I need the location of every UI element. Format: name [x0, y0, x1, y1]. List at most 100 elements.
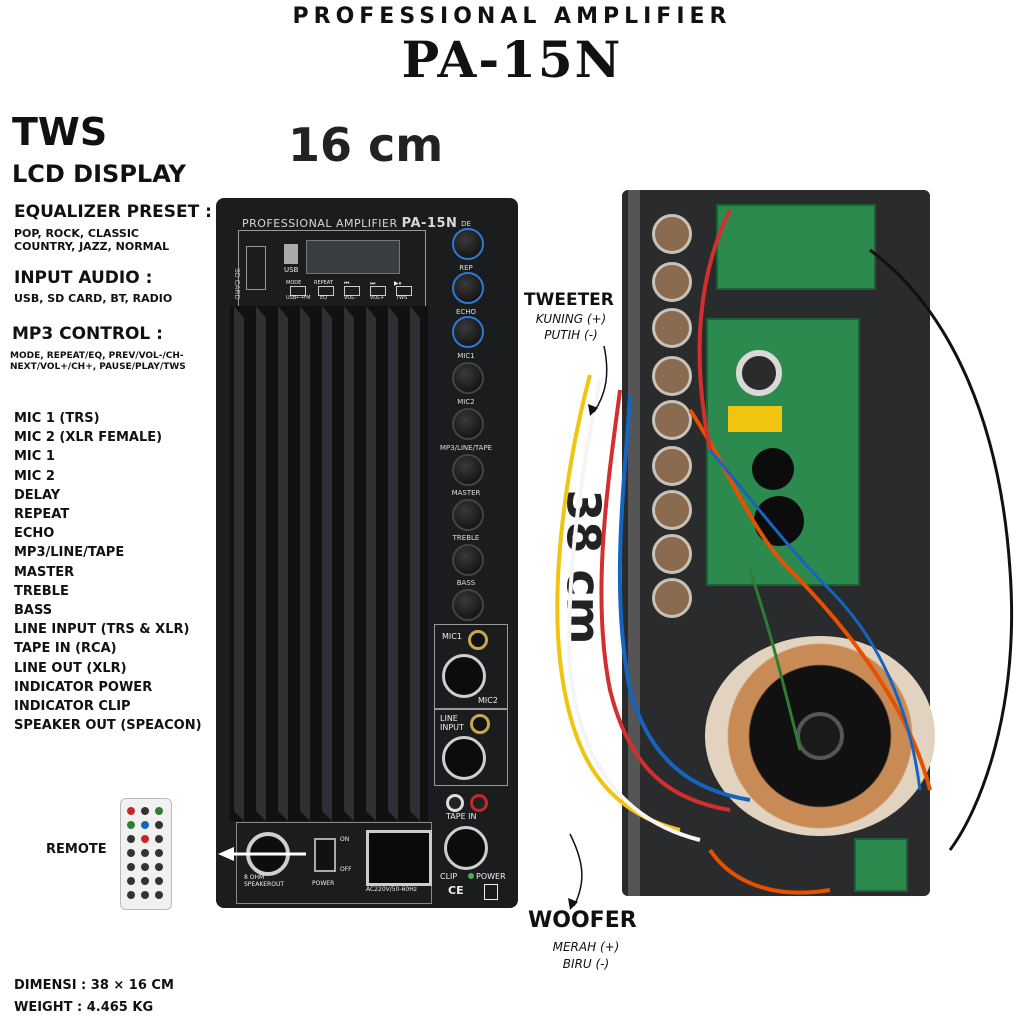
potentiometer	[652, 308, 692, 348]
mp3-btn-top-label: MODE	[286, 280, 302, 286]
line-input-section	[434, 708, 508, 786]
tweeter-arrow-icon	[588, 345, 608, 416]
mp3-btn-top-label: ⏮	[344, 280, 350, 287]
repeat-knob-label: REP	[459, 264, 473, 272]
clip-indicator-label: CLIP	[440, 872, 458, 881]
mp3-btn-label: VOL+	[370, 295, 385, 301]
feature-item: LINE INPUT (TRS & XLR)	[14, 622, 190, 638]
mp3-line-1: MODE, REPEAT/EQ, PREV/VOL-/CH-	[10, 351, 184, 361]
mp3-line-tape-knob[interactable]	[452, 454, 484, 486]
prev-button[interactable]	[344, 286, 360, 296]
heatsink	[230, 306, 428, 821]
remote-label: REMOTE	[46, 842, 107, 857]
speaker-out-arrow-icon	[218, 847, 306, 861]
feature-item: REPEAT	[14, 507, 70, 523]
mic2-xlr-jack[interactable]	[442, 654, 486, 698]
echo-knob-label: ECHO	[455, 308, 477, 316]
header-subtitle: PROFESSIONAL AMPLIFIER	[292, 4, 732, 29]
feature-item: TREBLE	[14, 583, 69, 599]
mp3-btn-label: EQ	[320, 295, 328, 301]
remote-image	[120, 798, 172, 910]
mode-button[interactable]	[290, 286, 306, 296]
delay-knob-label: DE	[461, 220, 471, 228]
potentiometer	[652, 446, 692, 486]
ac-rating-label: AC220V/50-60Hz	[366, 886, 417, 893]
relay-block	[728, 406, 782, 432]
tape-in-label: TAPE IN	[446, 812, 477, 821]
mp3-btn-label: TWS	[396, 295, 408, 301]
panel-title: PROFESSIONAL AMPLIFIER PA-15N	[242, 216, 457, 231]
eq-title: EQUALIZER PRESET :	[14, 202, 212, 222]
potentiometer	[652, 262, 692, 302]
usb-port[interactable]	[284, 244, 298, 264]
repeat-knob[interactable]	[452, 272, 484, 304]
potentiometer	[652, 534, 692, 574]
eq-line-2: COUNTRY, JAZZ, NORMAL	[14, 240, 170, 253]
echo-knob[interactable]	[452, 316, 484, 348]
speaker-out-label: 8 OHM SPEAKEROUT	[244, 874, 284, 888]
feature-item: BASS	[14, 603, 53, 619]
mic2-volume-knob[interactable]	[452, 408, 484, 440]
line-input-label: LINE INPUT	[440, 714, 464, 732]
power-pcb	[854, 838, 908, 892]
wiring	[555, 209, 1014, 895]
mp3-button-row: MODE REPEAT ⏮ ⏭ ▶⏸ USB⟷FM EQ VOL- VOL+ T…	[286, 280, 420, 302]
feature-item: SPEAKER OUT (SPEACON)	[14, 718, 202, 734]
potentiometer	[652, 400, 692, 440]
line-out-xlr-jack[interactable]	[444, 826, 488, 870]
delay-knob[interactable]	[452, 228, 484, 260]
feature-item: MIC 1 (TRS)	[14, 411, 100, 426]
next-button[interactable]	[370, 286, 386, 296]
play-pause-button[interactable]	[396, 286, 412, 296]
tweeter-label: TWEETER	[524, 290, 614, 310]
line-input-trs-jack[interactable]	[470, 714, 490, 734]
feature-item: INDICATOR CLIP	[14, 699, 131, 715]
capacitor	[752, 448, 794, 490]
treble-knob[interactable]	[452, 544, 484, 576]
mic2-jack-label: MIC2	[478, 696, 498, 705]
dimension-text: DIMENSI : 38 × 16 CM	[14, 978, 174, 993]
tws-label: TWS	[12, 110, 108, 154]
eq-line-1: POP, ROCK, CLASSIC	[14, 227, 140, 240]
tape-in-rca-white[interactable]	[446, 794, 464, 812]
mp3-line-2: NEXT/VOL+/CH+, PAUSE/PLAY/TWS	[10, 362, 186, 372]
bass-knob-label: BASS	[456, 579, 476, 587]
mic1-knob-label: MIC1	[457, 352, 475, 360]
mp3-btn-top-label: REPEAT	[314, 280, 333, 286]
feature-item: LINE OUT (XLR)	[14, 660, 127, 676]
mic-section	[434, 624, 508, 710]
potentiometer	[652, 356, 692, 396]
input-title: INPUT AUDIO :	[14, 268, 153, 288]
feature-item: MP3/LINE/TAPE	[14, 545, 125, 561]
inductor-coil	[736, 350, 782, 396]
power-off-label: OFF	[340, 866, 352, 873]
bass-knob[interactable]	[452, 589, 484, 621]
panel-title-model: PA-15N	[401, 216, 458, 231]
mp3-line-tape-knob-label: MP3/LINE/TAPE	[439, 444, 493, 452]
feature-item: DELAY	[14, 487, 61, 503]
ac-power-socket[interactable]	[366, 830, 432, 886]
feature-item: MIC 2 (XLR FEMALE)	[14, 430, 163, 446]
mic1-volume-knob[interactable]	[452, 362, 484, 394]
transformer-bolt	[796, 712, 844, 760]
mp3-btn-top-label: ▶⏸	[394, 280, 402, 287]
sd-card-slot[interactable]	[246, 246, 266, 290]
power-switch[interactable]	[314, 838, 336, 872]
power-switch-label: POWER	[312, 880, 335, 887]
potentiometer	[652, 578, 692, 618]
bluetooth-mp3-pcb	[716, 204, 876, 290]
potentiometer	[652, 490, 692, 530]
feature-item: MIC 2	[14, 468, 55, 484]
repeat-eq-button[interactable]	[318, 286, 334, 296]
woofer-positive-label: MERAH (+)	[552, 940, 620, 954]
tweeter-negative-label: PUTIH (-)	[544, 328, 598, 342]
lcd-label: LCD DISPLAY	[12, 160, 186, 188]
line-input-xlr-jack[interactable]	[442, 736, 486, 780]
woofer-arrow-icon	[568, 833, 583, 910]
mic1-trs-jack[interactable]	[468, 630, 488, 650]
tape-in-rca-red[interactable]	[470, 794, 488, 812]
feature-item: INDICATOR POWER	[14, 679, 153, 695]
master-knob[interactable]	[452, 499, 484, 531]
woofer-label: WOOFER	[528, 908, 637, 933]
power-on-label: ON	[340, 836, 350, 843]
